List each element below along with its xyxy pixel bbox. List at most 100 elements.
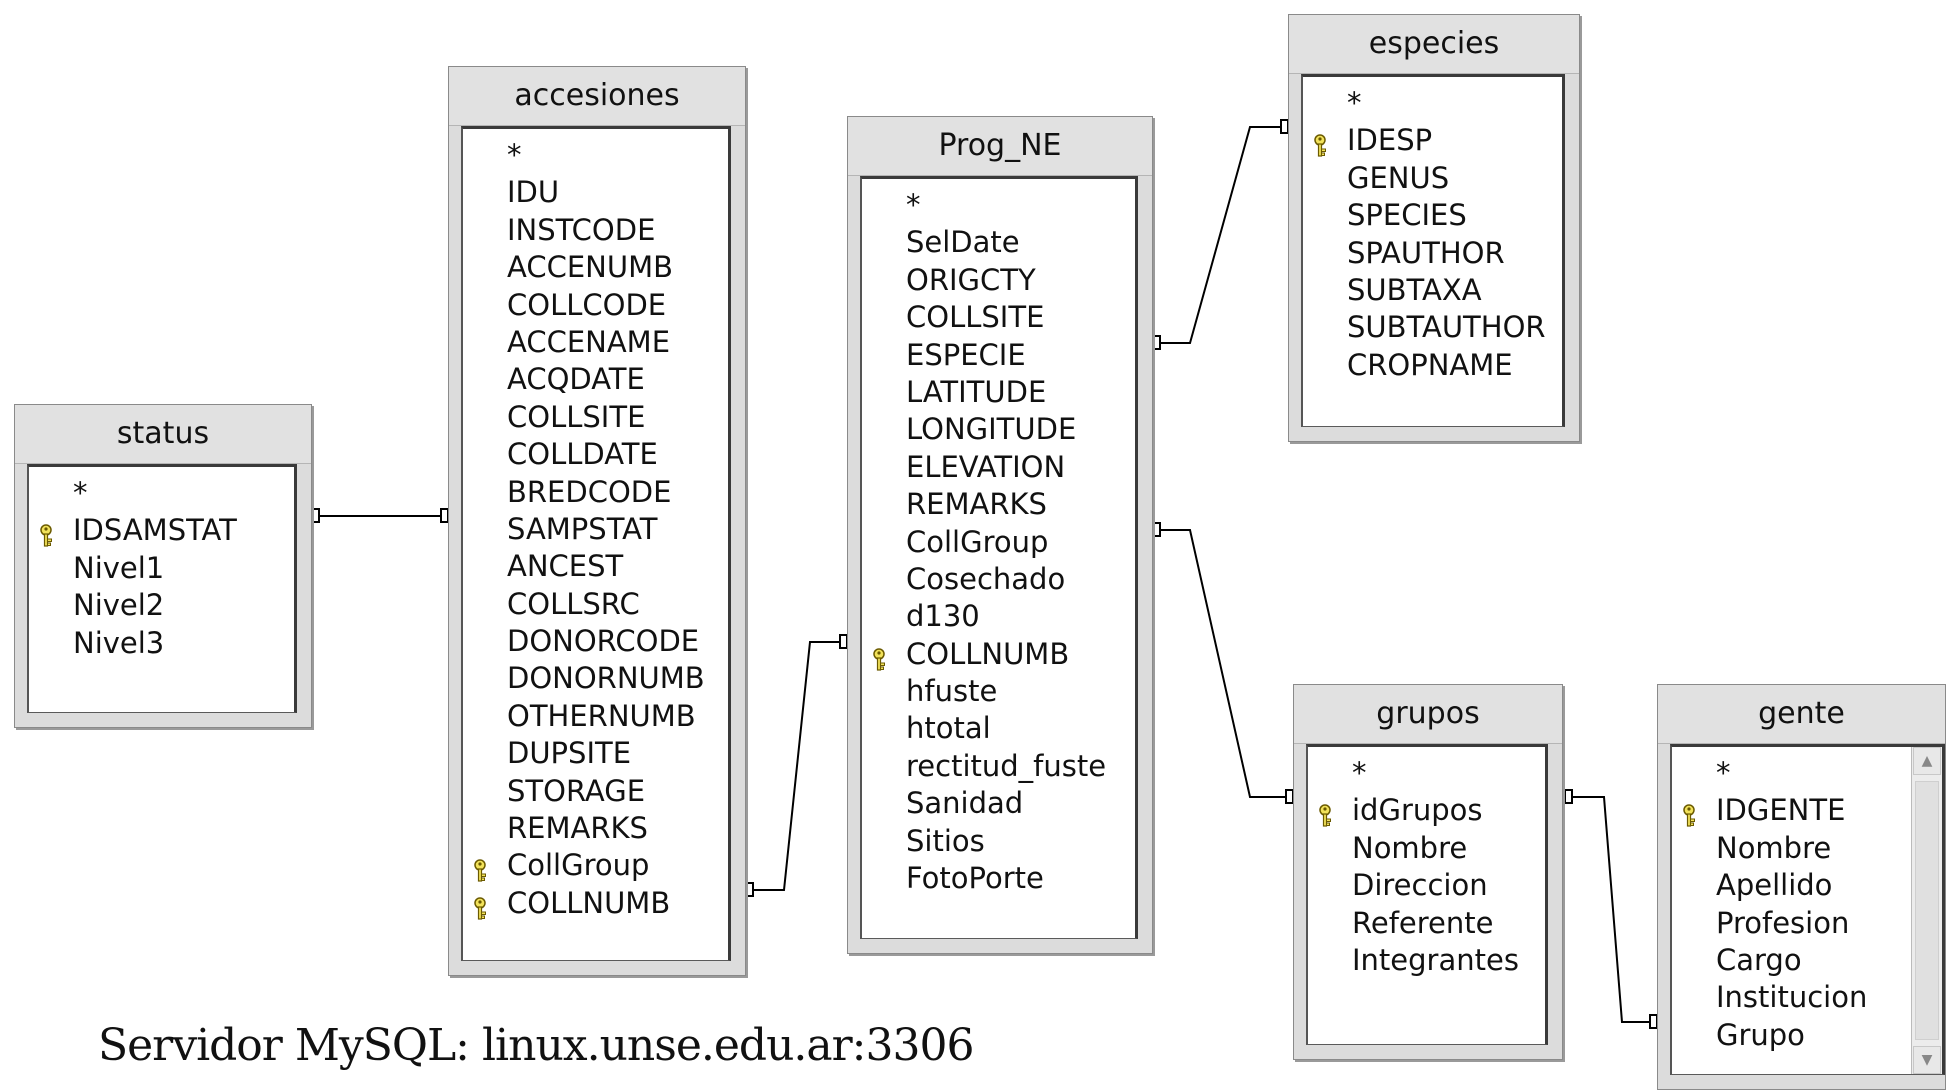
field-item[interactable]: ESPECIE: [862, 337, 1135, 374]
field-item[interactable]: ELEVATION: [862, 449, 1135, 486]
field-name: ELEVATION: [906, 449, 1066, 484]
field-name: SUBTAUTHOR: [1347, 310, 1546, 345]
field-item[interactable]: hfuste: [862, 673, 1135, 710]
field-item[interactable]: *: [1672, 755, 1942, 792]
field-item[interactable]: Nivel3: [29, 625, 294, 662]
field-item[interactable]: COLLNUMB: [463, 885, 728, 922]
field-item[interactable]: COLLNUMB: [862, 636, 1135, 673]
field-item[interactable]: Direccion: [1308, 867, 1545, 904]
field-item[interactable]: *: [29, 475, 294, 512]
field-item[interactable]: ACCENUMB: [463, 249, 728, 286]
field-item[interactable]: *: [862, 187, 1135, 224]
field-item[interactable]: Sitios: [862, 823, 1135, 860]
field-item[interactable]: OTHERNUMB: [463, 698, 728, 735]
scroll-down-button[interactable]: ▼: [1913, 1046, 1941, 1074]
field-item[interactable]: SUBTAUTHOR: [1303, 309, 1562, 346]
field-item[interactable]: Cargo: [1672, 942, 1942, 979]
field-name: idGrupos: [1352, 793, 1483, 828]
field-item[interactable]: *: [463, 137, 728, 174]
field-item[interactable]: ORIGCTY: [862, 262, 1135, 299]
field-item[interactable]: COLLCODE: [463, 287, 728, 324]
field-item[interactable]: Referente: [1308, 905, 1545, 942]
field-item[interactable]: REMARKS: [463, 810, 728, 847]
relation-end-marker: [745, 882, 754, 897]
field-item[interactable]: Grupo: [1672, 1017, 1942, 1054]
vertical-scrollbar[interactable]: ▲ ▼: [1911, 747, 1942, 1074]
field-item[interactable]: COLLDATE: [463, 436, 728, 473]
field-item[interactable]: rectitud_fuste: [862, 748, 1135, 785]
field-item[interactable]: Integrantes: [1308, 942, 1545, 979]
field-item[interactable]: SPAUTHOR: [1303, 235, 1562, 272]
field-item[interactable]: IDSAMSTAT: [29, 512, 294, 549]
table-title: status: [15, 405, 311, 464]
key-icon: [1680, 800, 1698, 827]
field-name: REMARKS: [906, 487, 1047, 522]
field-item[interactable]: DUPSITE: [463, 735, 728, 772]
field-name: LONGITUDE: [906, 412, 1077, 447]
field-item[interactable]: Institucion: [1672, 979, 1942, 1016]
field-item[interactable]: *: [1308, 755, 1545, 792]
field-name: hfuste: [906, 674, 998, 709]
field-item[interactable]: LONGITUDE: [862, 411, 1135, 448]
field-item[interactable]: DONORCODE: [463, 623, 728, 660]
field-name: IDSAMSTAT: [73, 513, 237, 548]
field-item[interactable]: INSTCODE: [463, 212, 728, 249]
field-item[interactable]: COLLSITE: [862, 299, 1135, 336]
field-item[interactable]: Profesion: [1672, 905, 1942, 942]
field-item[interactable]: IDU: [463, 174, 728, 211]
scroll-thumb[interactable]: [1915, 781, 1939, 1040]
field-item[interactable]: CROPNAME: [1303, 347, 1562, 384]
field-item[interactable]: COLLSRC: [463, 586, 728, 623]
field-item[interactable]: DONORNUMB: [463, 660, 728, 697]
relation-end-marker: [1649, 1014, 1658, 1029]
field-item[interactable]: SPECIES: [1303, 197, 1562, 234]
relation-end-marker: [1280, 119, 1289, 134]
field-item[interactable]: Nombre: [1308, 830, 1545, 867]
field-name: Cosechado: [906, 561, 1066, 596]
field-item[interactable]: Nivel2: [29, 587, 294, 624]
field-item[interactable]: ANCEST: [463, 548, 728, 585]
field-item[interactable]: Nombre: [1672, 830, 1942, 867]
field-item[interactable]: Nivel1: [29, 550, 294, 587]
field-item[interactable]: Cosechado: [862, 561, 1135, 598]
field-item[interactable]: CollGroup: [862, 524, 1135, 561]
field-item[interactable]: FotoPorte: [862, 860, 1135, 897]
field-item[interactable]: SelDate: [862, 224, 1135, 261]
field-item[interactable]: SAMPSTAT: [463, 511, 728, 548]
field-item[interactable]: Sanidad: [862, 785, 1135, 822]
scroll-up-button[interactable]: ▲: [1913, 747, 1941, 775]
field-item[interactable]: GENUS: [1303, 160, 1562, 197]
field-item[interactable]: CollGroup: [463, 847, 728, 884]
field-item[interactable]: Apellido: [1672, 867, 1942, 904]
field-item[interactable]: ACQDATE: [463, 361, 728, 398]
field-item[interactable]: idGrupos: [1308, 792, 1545, 829]
field-item[interactable]: COLLSITE: [463, 399, 728, 436]
field-item[interactable]: IDESP: [1303, 122, 1562, 159]
key-icon: [471, 855, 489, 883]
field-item[interactable]: htotal: [862, 710, 1135, 747]
table-title: especies: [1289, 15, 1579, 74]
field-item[interactable]: REMARKS: [862, 486, 1135, 523]
field-item[interactable]: d130: [862, 598, 1135, 635]
field-item[interactable]: SUBTAXA: [1303, 272, 1562, 309]
field-item[interactable]: STORAGE: [463, 773, 728, 810]
field-item[interactable]: *: [1303, 85, 1562, 122]
field-item[interactable]: LATITUDE: [862, 374, 1135, 411]
field-item[interactable]: BREDCODE: [463, 474, 728, 511]
field-item[interactable]: ACCENAME: [463, 324, 728, 361]
field-item[interactable]: IDGENTE: [1672, 792, 1942, 829]
